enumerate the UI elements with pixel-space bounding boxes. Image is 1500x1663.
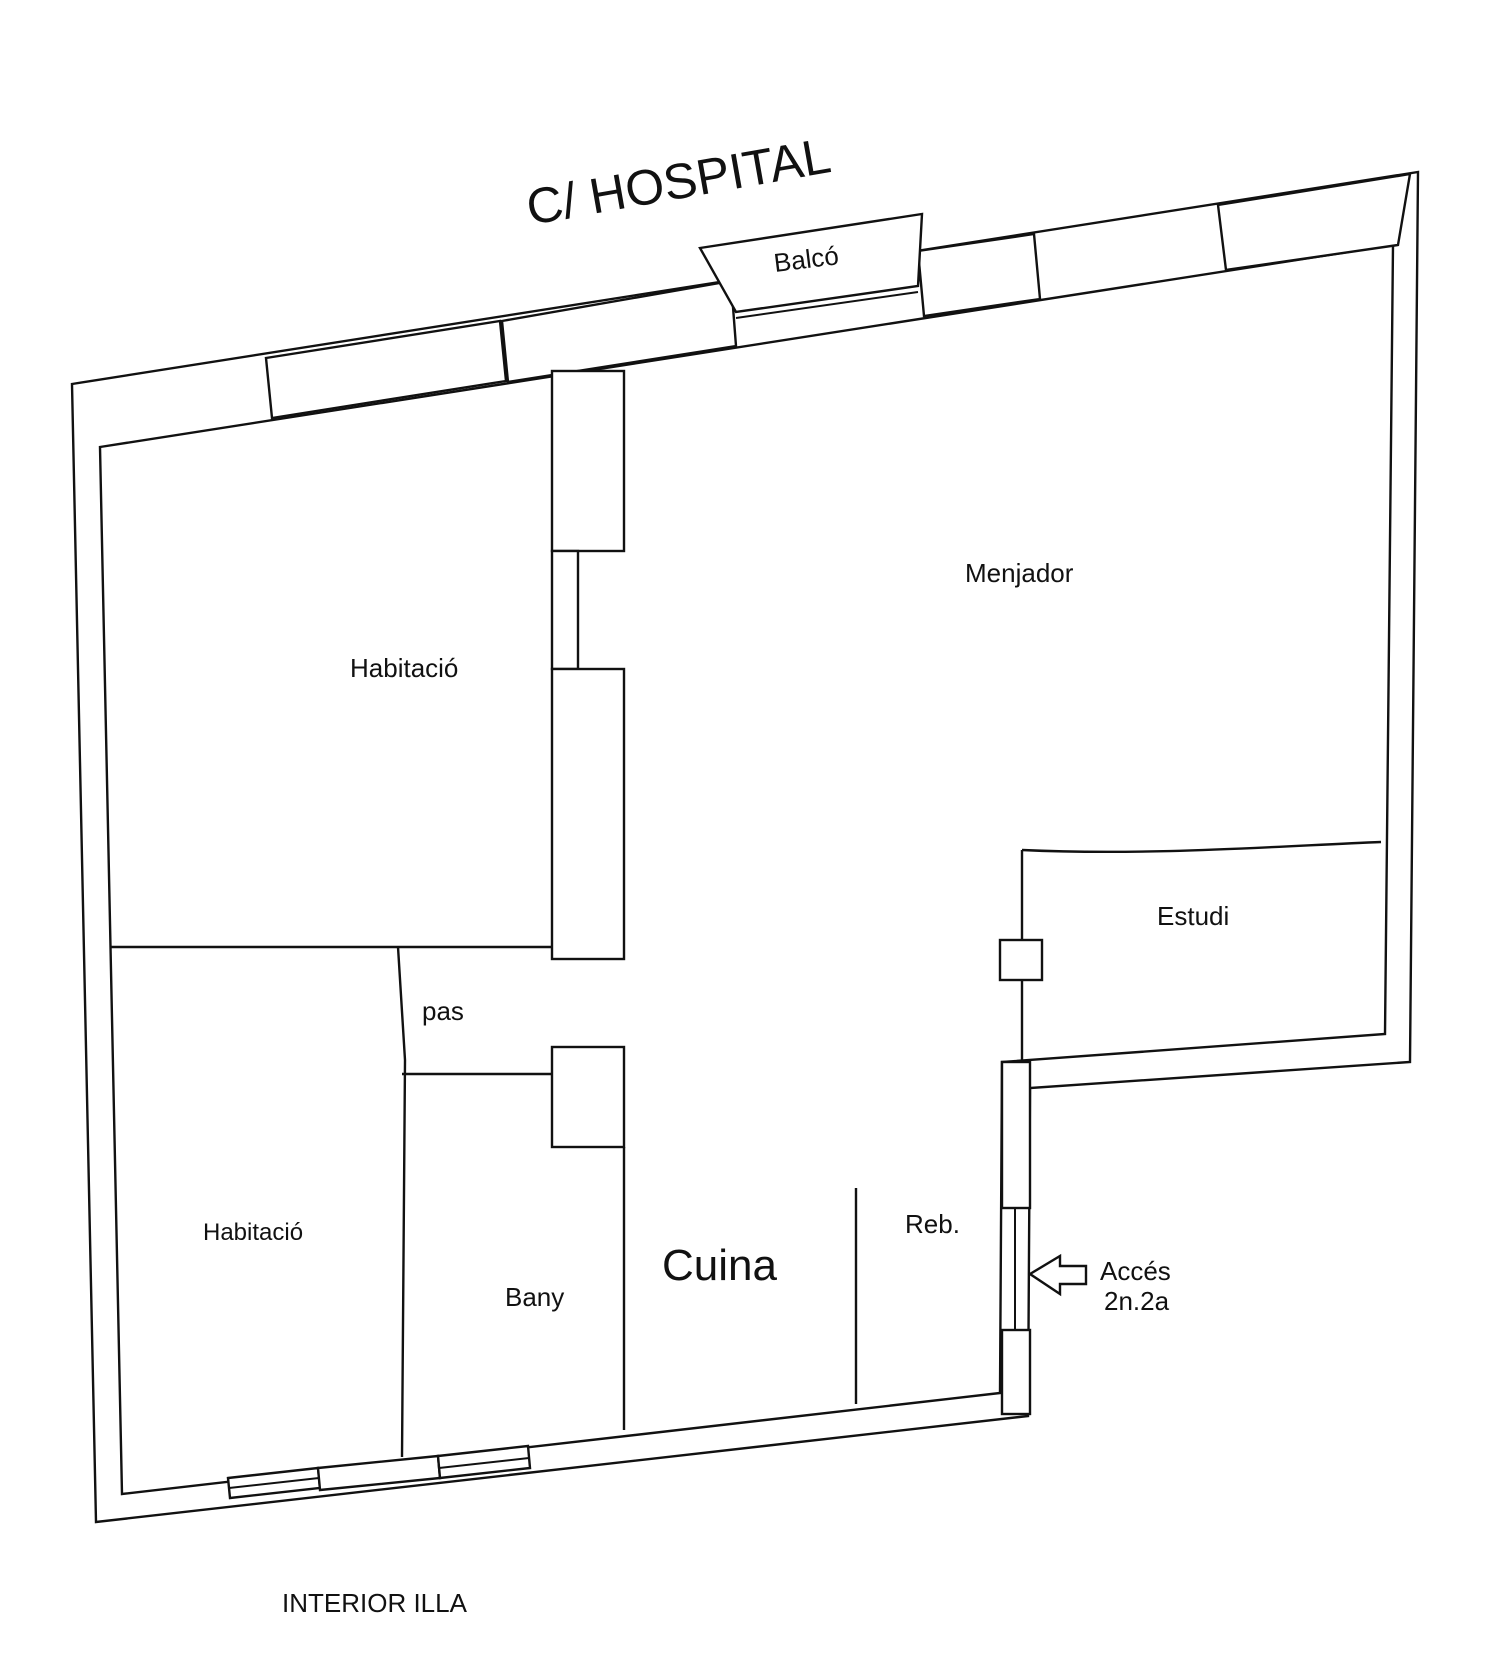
access-arrow-icon [1027,1253,1088,1297]
wall-study-top [1021,840,1382,854]
window-left-facade [264,319,508,420]
window-mid-facade [500,279,738,384]
balcony [698,212,924,314]
room-label-study: Estudi [1157,901,1229,931]
window-far-right-facade [1216,172,1412,272]
access-label-line2: 2n.2a [1104,1286,1170,1316]
column-bathroom [550,1045,626,1149]
entrance-door-jamb-bottom [1000,1328,1032,1416]
room-label-kitchen: Cuina [662,1241,777,1290]
room-label-bathroom: Bany [505,1282,564,1312]
partition-doorway [550,549,580,671]
column-study [998,938,1044,982]
entrance-door-jamb-top [1000,1060,1032,1210]
room-label-hall: Reb. [905,1209,960,1239]
balcony-sill [735,291,919,319]
room-label-bedroom-bottom: Habitació [203,1219,303,1246]
partition-bedroom-dining-upper [550,369,626,553]
room-label-bedroom-top: Habitació [350,653,458,683]
wall-passage [396,946,407,1458]
window-courtyard-right-sill [438,1457,530,1469]
access-label-line1: Accés [1100,1256,1171,1286]
partition-bedroom-dining-lower [550,667,626,961]
street-name-label: C/ HOSPITAL [522,127,835,236]
room-label-dining: Menjador [965,558,1074,588]
room-label-passage: pas [422,996,464,1026]
inner-wall [98,243,1395,1496]
courtyard-label: INTERIOR ILLA [282,1588,468,1618]
window-courtyard-left-sill [228,1477,320,1489]
window-right-facade [916,232,1042,318]
